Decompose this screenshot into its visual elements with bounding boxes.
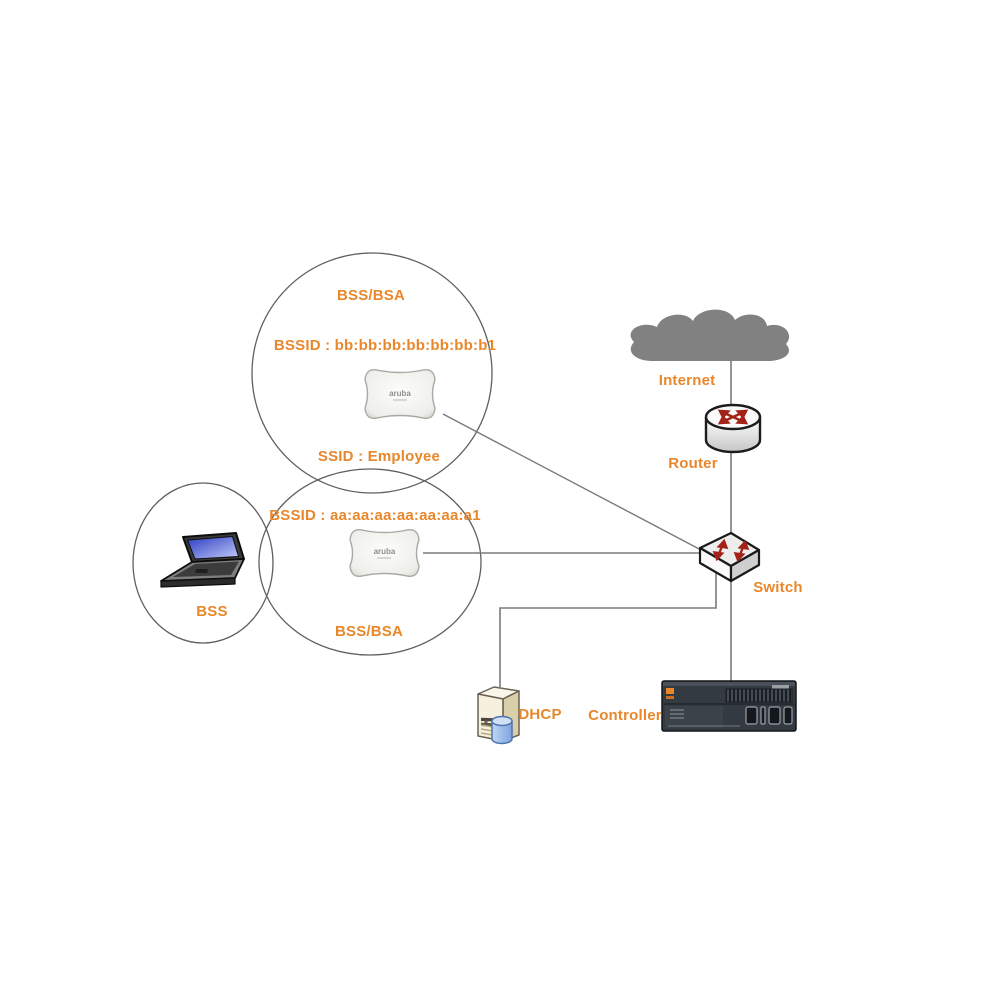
- coverage-circle-top: [251, 252, 493, 494]
- link-ap-top-switch: [442, 413, 704, 552]
- router-label: Router: [668, 455, 718, 472]
- internet-cloud-icon: [630, 309, 790, 361]
- switch-label: Switch: [753, 579, 803, 596]
- cell-bottom-bssid-label: BSSID : aa:aa:aa:aa:aa:aa:a1: [269, 507, 481, 524]
- controller-label: Controller: [588, 707, 662, 724]
- cell-top-label: BSS/BSA: [336, 287, 406, 304]
- cell-top-bssid-label: BSSID : bb:bb:bb:bb:bb:bb:b1: [273, 337, 497, 354]
- laptop-icon: [160, 532, 245, 588]
- ap-brand-label: aruba: [389, 389, 411, 398]
- cell-bottom-label: BSS/BSA: [334, 623, 404, 640]
- ap-brand-label: aruba: [374, 547, 396, 556]
- controller-icon: [661, 680, 797, 732]
- switch-icon: [698, 531, 761, 583]
- link-switch-dhcp: [499, 571, 717, 687]
- client-cell-label: BSS: [196, 603, 228, 620]
- router-icon: [704, 403, 762, 454]
- database-cylinder-icon: [491, 715, 513, 745]
- access-point-top-icon: aruba: [364, 369, 436, 419]
- dhcp-label: DHCP: [518, 706, 562, 723]
- coverage-circle-client: [132, 482, 274, 644]
- access-point-bottom-icon: aruba: [349, 529, 420, 577]
- cell-top-ssid-label: SSID : Employee: [317, 448, 441, 465]
- internet-label: Internet: [658, 372, 716, 389]
- coverage-circle-bottom: [258, 468, 482, 656]
- dhcp-server-icon: [477, 686, 520, 745]
